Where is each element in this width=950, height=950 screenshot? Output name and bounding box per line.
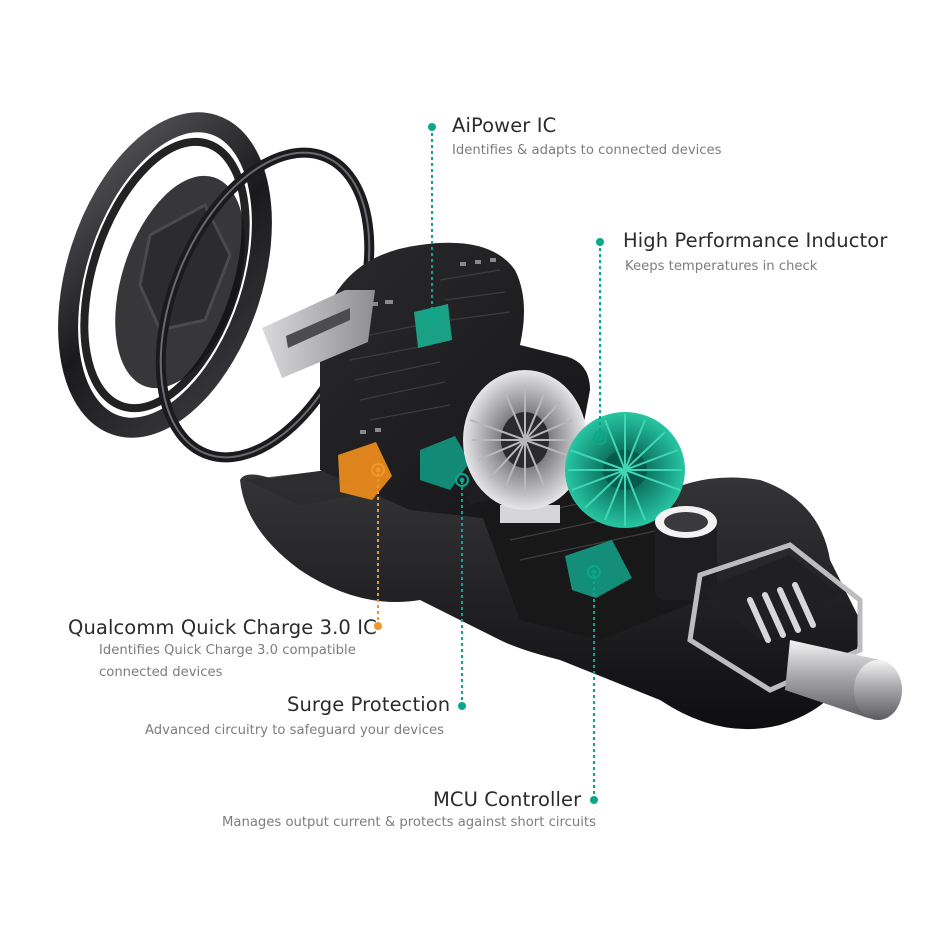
callout-subtitle-aipower-ic: Identifies & adapts to connected devices — [452, 143, 722, 158]
anchor-ring-qualcomm-qc — [371, 463, 385, 477]
metal-tip — [785, 640, 902, 720]
callout-subtitle-mcu-controller: Manages output current & protects agains… — [222, 815, 596, 830]
anchor-dot-aipower-ic — [429, 312, 435, 318]
usb-port — [262, 290, 375, 378]
callout-title-aipower-ic: AiPower IC — [452, 114, 557, 137]
callout-subtitle-surge-protection: Advanced circuitry to safeguard your dev… — [145, 723, 444, 738]
anchor-dot-qualcomm-qc — [375, 467, 381, 473]
marker-dot-qualcomm-qc — [374, 622, 382, 630]
marker-dot-mcu-controller — [590, 796, 598, 804]
callout-subtitle-qualcomm-qc-line1: Identifies Quick Charge 3.0 compatible — [99, 643, 356, 658]
callout-title-mcu-controller: MCU Controller — [433, 788, 582, 811]
anchor-ring-inductor — [593, 431, 607, 445]
spring-contact — [687, 542, 863, 693]
anchor-ring-surge-protection — [455, 473, 469, 487]
callout-title-inductor: High Performance Inductor — [623, 229, 888, 252]
anchor-dot-surge-protection — [459, 477, 465, 483]
callout-subtitle-inductor: Keeps temperatures in check — [625, 259, 818, 274]
marker-dot-aipower-ic — [428, 123, 436, 131]
capacitor — [655, 506, 717, 600]
leader-lines — [371, 123, 607, 804]
callout-title-surge-protection: Surge Protection — [287, 693, 451, 716]
metal-rings — [58, 112, 375, 463]
aipower-ic-chip — [414, 304, 452, 348]
anchor-dot-mcu-controller — [591, 569, 597, 575]
anchor-dot-inductor — [597, 435, 603, 441]
marker-dot-surge-protection — [458, 702, 466, 710]
callout-title-qualcomm-qc: Qualcomm Quick Charge 3.0 IC — [68, 616, 377, 639]
anchor-ring-aipower-ic — [425, 308, 439, 322]
marker-dot-inductor — [596, 238, 604, 246]
copper-inductor — [463, 370, 587, 510]
callout-subtitle-qualcomm-qc-line2: connected devices — [99, 665, 223, 680]
anchor-ring-mcu-controller — [587, 565, 601, 579]
